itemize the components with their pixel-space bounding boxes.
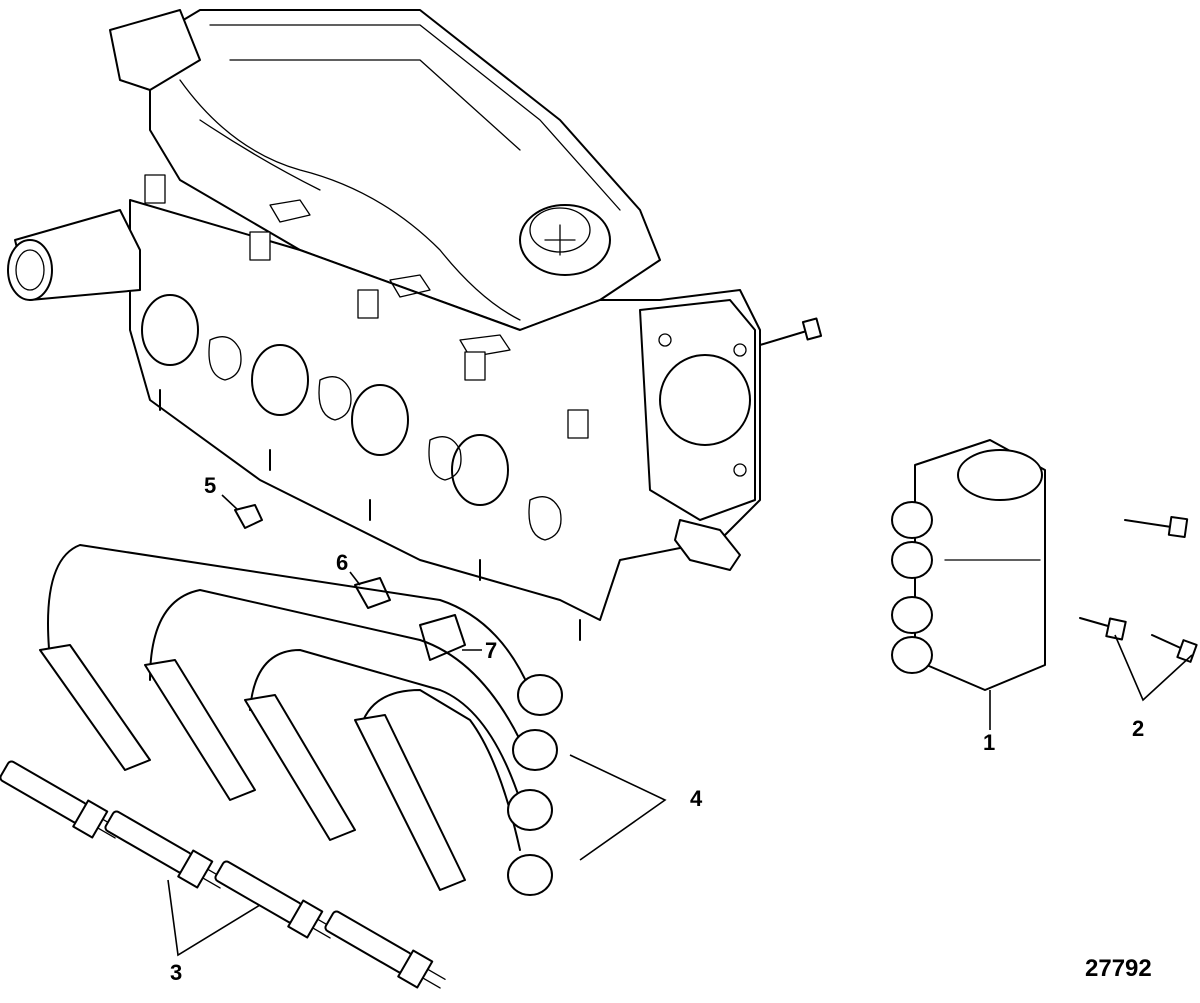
callout-6: 6 — [336, 550, 349, 575]
ignition-coil — [891, 439, 1046, 730]
callout-1: 1 — [983, 730, 996, 755]
cylinder-head-assembly — [7, 9, 823, 641]
callout-3: 3 — [170, 960, 183, 985]
figure-number: 27792 — [1085, 955, 1152, 982]
callout-5: 5 — [204, 473, 217, 498]
wire-clip-6 — [349, 571, 391, 609]
callout-2: 2 — [1132, 716, 1145, 741]
wire-clip-5 — [221, 494, 263, 529]
spark-plug-wire-set — [39, 544, 667, 896]
callout-7: 7 — [485, 638, 498, 663]
coil-mounting-screws — [1079, 515, 1198, 702]
wire-clip-7 — [419, 614, 482, 661]
spark-plugs — [0, 760, 446, 989]
callout-4: 4 — [690, 786, 703, 811]
